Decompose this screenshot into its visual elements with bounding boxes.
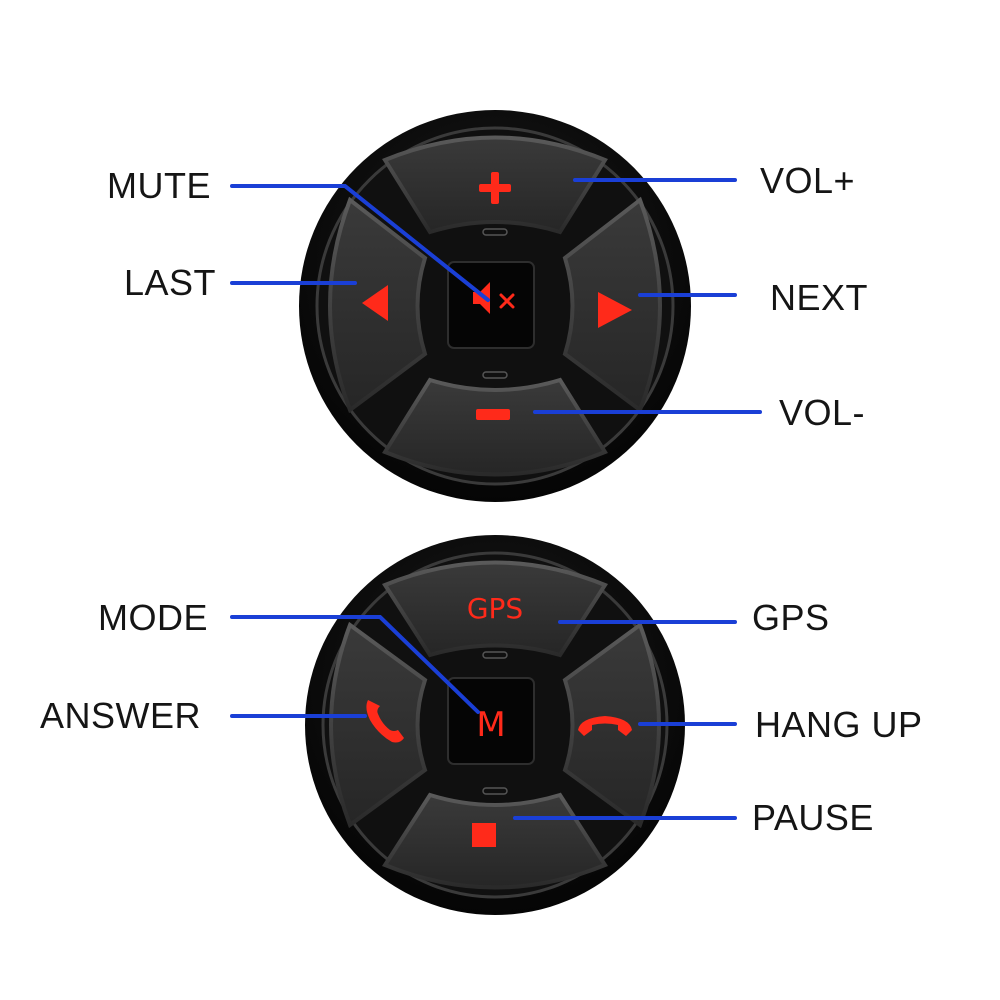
indicator-slot [482, 651, 508, 659]
label-mute: MUTE [107, 165, 211, 206]
gps-button[interactable]: GPS [382, 560, 608, 659]
label-next: NEXT [770, 277, 869, 318]
vol-down-button[interactable] [382, 371, 608, 477]
remote-top [299, 110, 691, 502]
label-last: LAST [124, 262, 217, 303]
label-vol-up: VOL+ [760, 160, 856, 201]
remote-bottom: GPS M [305, 535, 685, 915]
triangle-right-icon [598, 292, 632, 328]
speaker-mute-icon [473, 282, 515, 314]
indicator-slot [482, 787, 508, 795]
label-vol-down: VOL- [779, 392, 866, 433]
answer-button[interactable] [329, 621, 428, 829]
vol-up-button[interactable] [382, 135, 608, 236]
next-button[interactable] [562, 196, 662, 414]
phone-answer-icon [366, 700, 404, 743]
label-hang-up: HANG UP [755, 704, 923, 745]
mute-button[interactable] [447, 261, 535, 349]
label-answer: ANSWER [40, 695, 202, 736]
triangle-left-icon [362, 285, 388, 321]
gps-button-text: GPS [467, 592, 523, 625]
square-stop-icon [472, 823, 496, 847]
mode-button-text: M [476, 705, 505, 745]
label-mode: MODE [98, 597, 208, 638]
phone-hangup-icon [578, 716, 632, 736]
last-button[interactable] [328, 196, 428, 414]
indicator-slot [482, 228, 508, 236]
callout-mode [230, 615, 480, 714]
callout-lines [230, 178, 762, 820]
indicator-slot [482, 371, 508, 379]
plus-icon [479, 172, 511, 204]
label-gps: GPS [752, 597, 830, 638]
mode-button[interactable]: M [447, 677, 535, 765]
minus-icon [476, 409, 510, 420]
label-pause: PAUSE [752, 797, 874, 838]
callout-mute [230, 184, 490, 302]
